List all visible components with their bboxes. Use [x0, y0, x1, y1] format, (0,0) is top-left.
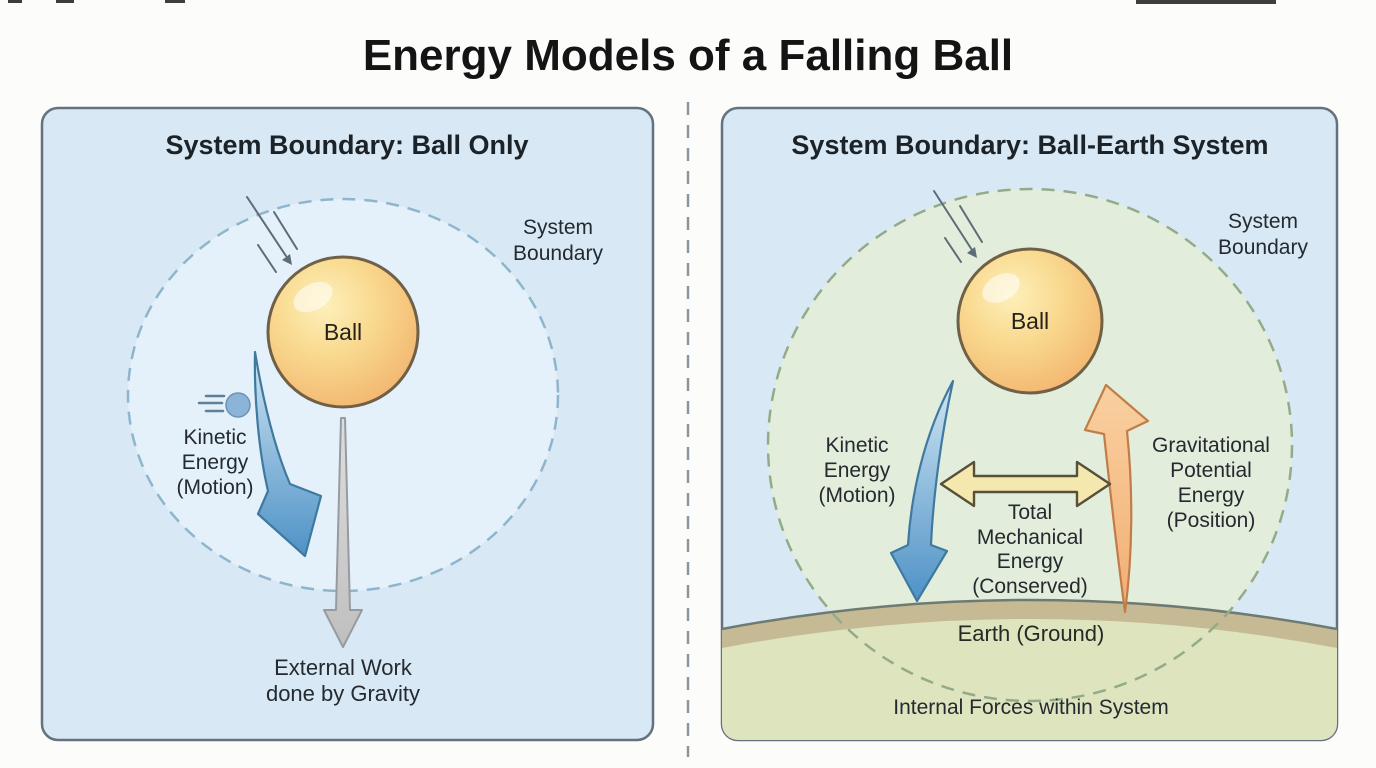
left-panel-title: System Boundary: Ball Only — [165, 130, 528, 160]
right-kinetic-label-line2: Energy — [824, 459, 891, 482]
falling-motion-arrows-icon-right — [933, 190, 983, 263]
crop-artifact-marks — [8, 0, 1276, 4]
earth-ground-label: Earth (Ground) — [958, 621, 1105, 646]
ball-highlight — [293, 281, 333, 313]
right-kinetic-label-line1: Kinetic — [825, 434, 888, 457]
earth-surface-line — [722, 598, 1337, 631]
right-boundary-label-line2: Boundary — [1218, 236, 1308, 259]
left-boundary-label-line2: Boundary — [513, 242, 603, 265]
gpe-label-line2: Potential — [1170, 459, 1252, 482]
tme-label-line4: (Conserved) — [972, 575, 1088, 598]
gpe-label-line4: (Position) — [1167, 509, 1256, 532]
earth-green-area — [722, 618, 1337, 740]
moving-ball-icon — [197, 392, 251, 418]
earth-tan-band — [722, 600, 1337, 648]
right-panel: System Boundary: Ball-Earth System Syste… — [720, 106, 1339, 742]
right-ball-label: Ball — [1011, 308, 1049, 334]
kinetic-energy-arrow-left — [253, 350, 323, 558]
gpe-label-line3: Energy — [1178, 484, 1245, 507]
left-kinetic-label-line3: (Motion) — [176, 476, 253, 499]
left-kinetic-label-line2: Energy — [182, 451, 249, 474]
kinetic-energy-arrow-right — [889, 379, 955, 603]
tme-label-line1: Total — [1008, 501, 1052, 524]
right-kinetic-label-line3: (Motion) — [818, 484, 895, 507]
right-boundary-label-line1: System — [1228, 210, 1298, 233]
gravitational-potential-arrow — [1083, 383, 1150, 614]
left-kinetic-label-line1: Kinetic — [183, 426, 246, 449]
right-panel-title: System Boundary: Ball-Earth System — [791, 130, 1268, 160]
tme-label-line3: Energy — [997, 550, 1064, 573]
earth-ground — [722, 598, 1337, 740]
falling-motion-arrows-icon — [246, 196, 298, 273]
gpe-label-line1: Gravitational — [1152, 434, 1270, 457]
energy-exchange-double-arrow — [939, 460, 1112, 508]
ball-highlight-right — [982, 273, 1020, 303]
internal-forces-label: Internal Forces within System — [893, 696, 1168, 719]
external-work-gravity-arrow — [323, 417, 363, 648]
page-title: Energy Models of a Falling Ball — [363, 31, 1013, 80]
left-boundary-label-line1: System — [523, 216, 593, 239]
tme-label-line2: Mechanical — [977, 526, 1083, 549]
right-system-boundary-circle — [766, 187, 1294, 703]
external-work-label-line2: done by Gravity — [266, 681, 420, 706]
right-system-boundary-fill — [768, 189, 1292, 701]
external-work-label-line1: External Work — [274, 655, 413, 680]
left-panel: System Boundary: Ball Only System Bounda… — [40, 106, 655, 742]
left-ball-label: Ball — [324, 319, 362, 345]
